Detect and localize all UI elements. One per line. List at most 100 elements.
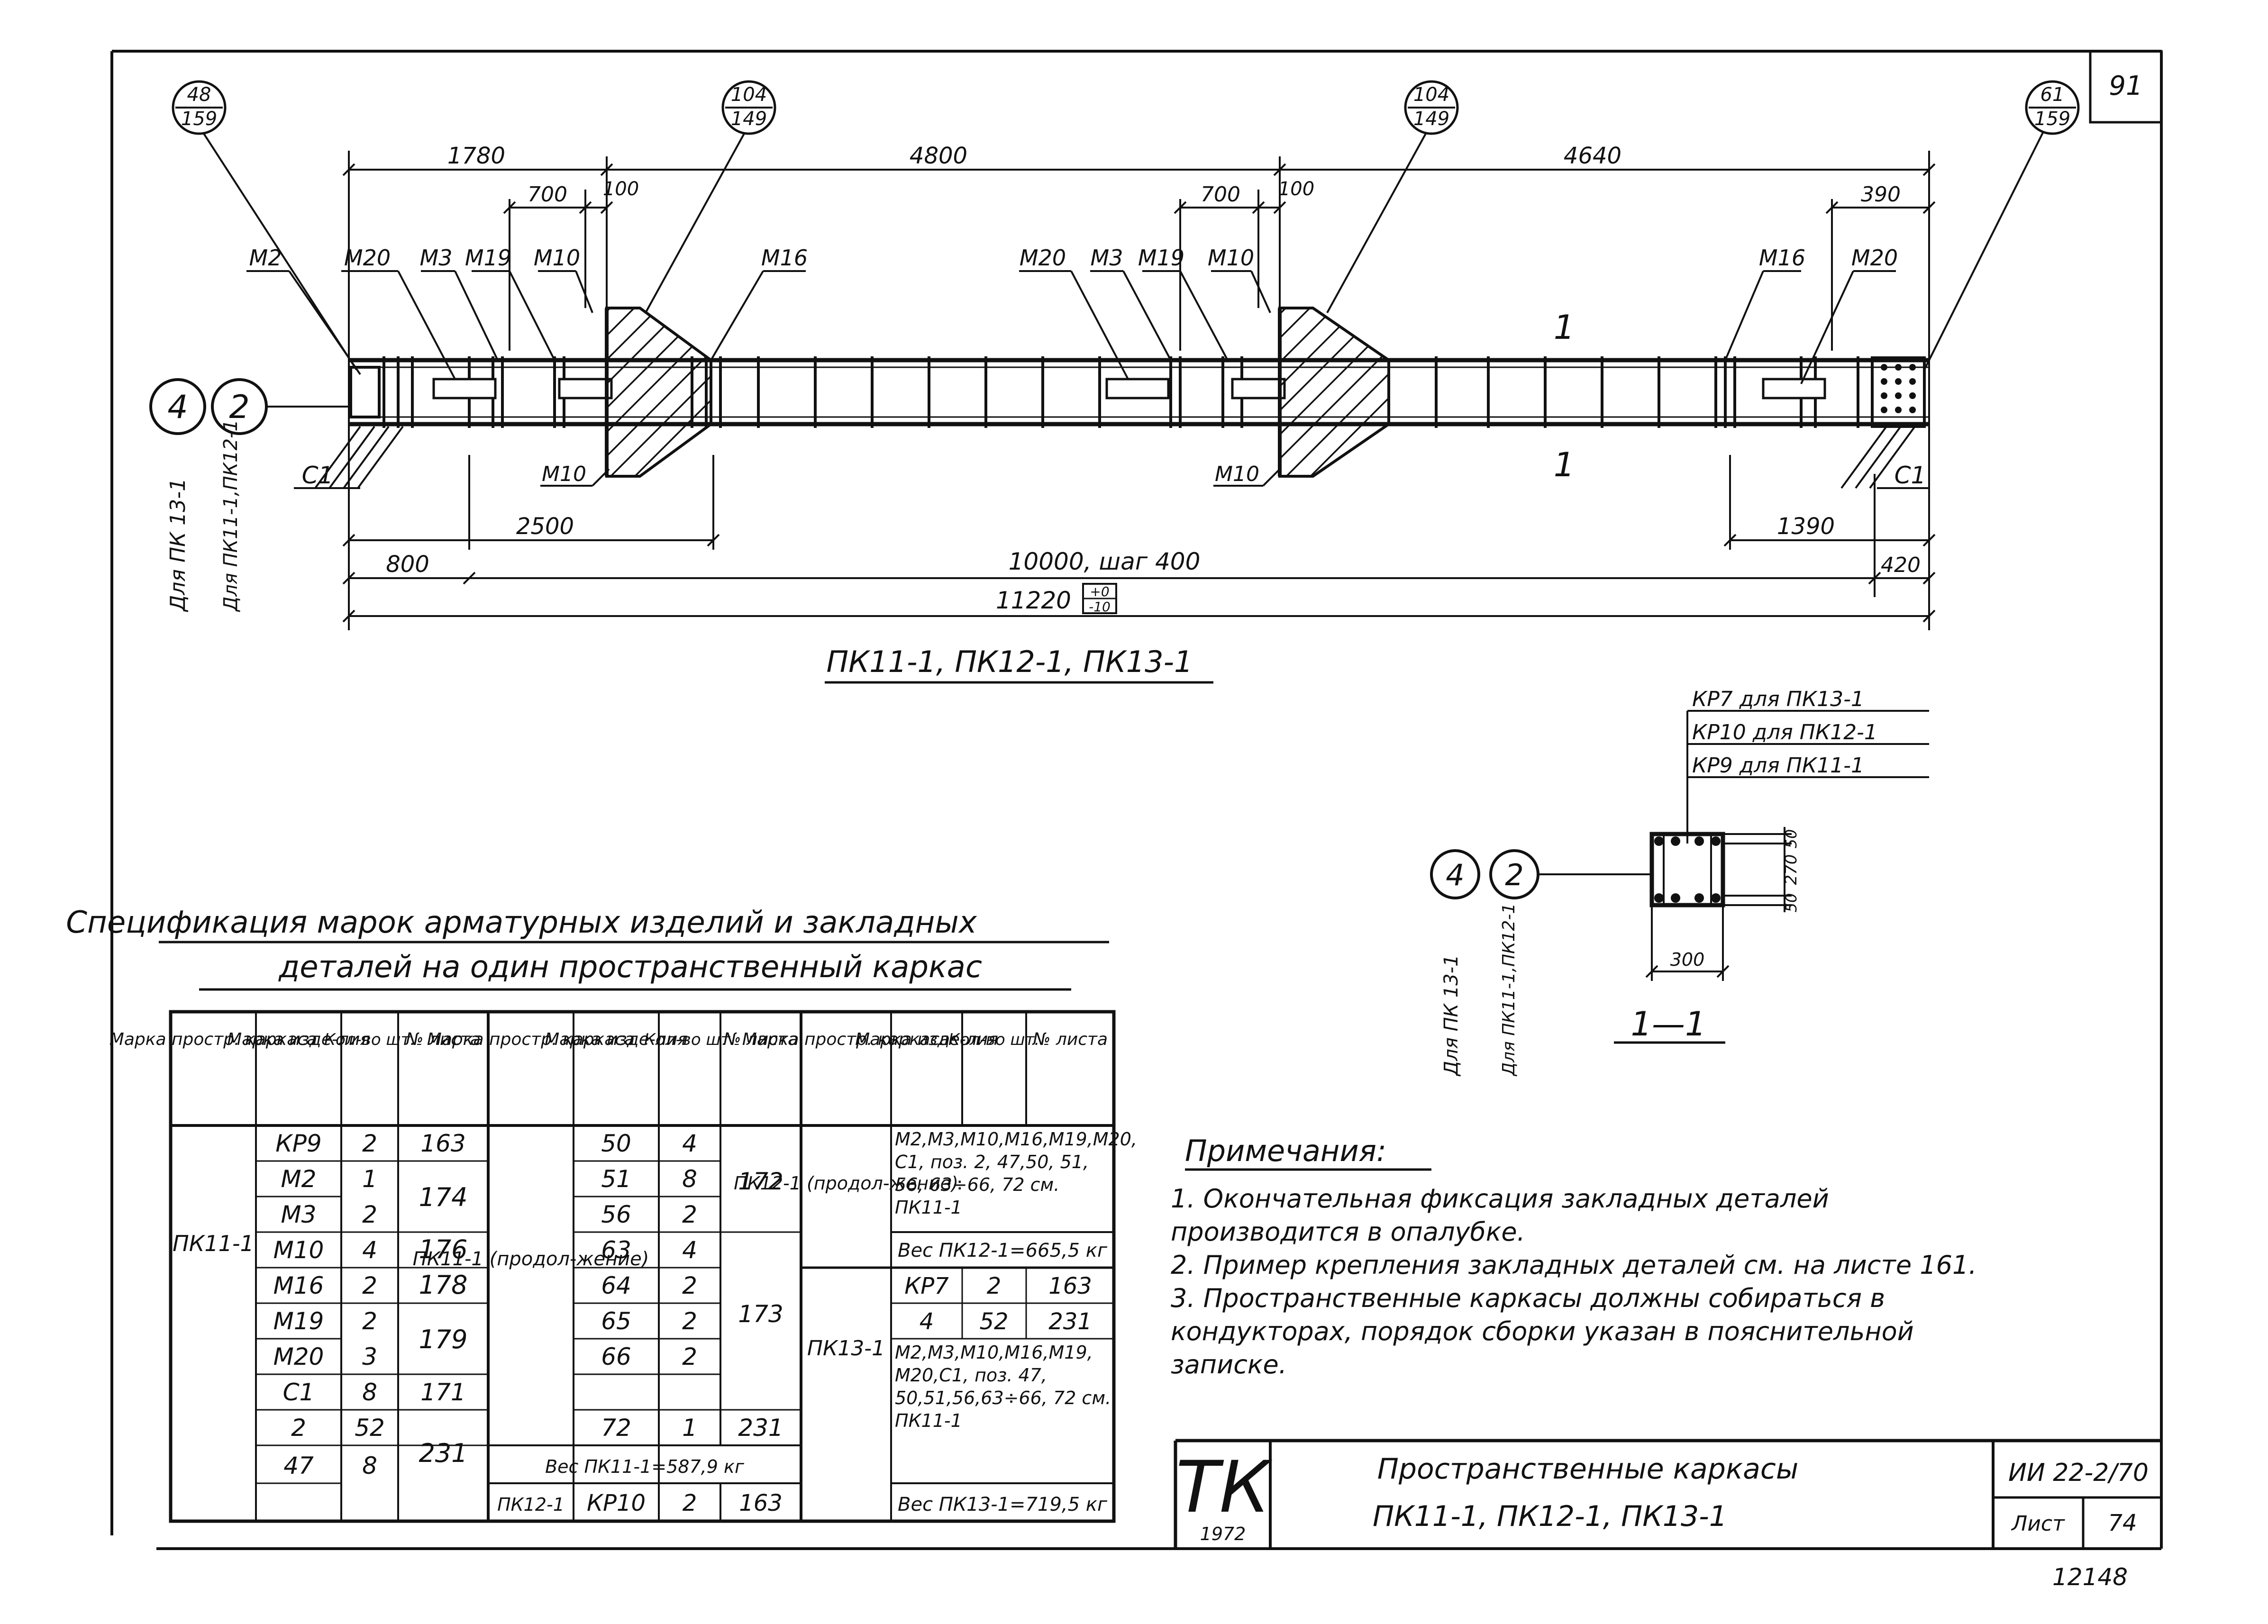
group1-sheet: 231 <box>419 1438 467 1468</box>
group2-sheet: 173 <box>738 1300 783 1328</box>
note-3: 3. Пространственные каркасы должны собир… <box>1171 1283 1914 1379</box>
dim-4640: 4640 <box>1564 143 1621 169</box>
mark-m16-left: М16 <box>761 245 808 271</box>
bubble-mid2-bottom: 149 <box>1413 108 1449 130</box>
header-qty-3: Кол-во шт. <box>948 1030 1039 1049</box>
bubble-mid1-bottom: 149 <box>731 108 767 130</box>
group1-item: М20 <box>273 1343 324 1370</box>
group1-item: КР9 <box>275 1130 321 1157</box>
header-qty-1: Кол-во шт. <box>324 1030 415 1049</box>
group1-item: М16 <box>273 1272 324 1299</box>
notes-list: 1. Окончательная фиксация закладных дета… <box>1171 1184 1977 1379</box>
spec-group-3: ПК12-1 (продол-жение) М2,М3,М10,М16,М19,… <box>734 1129 1137 1515</box>
group3-item-b: КР7 <box>904 1273 949 1299</box>
mark-m20-right: М20 <box>1851 245 1898 271</box>
group1-qty: 4 <box>362 1236 377 1264</box>
header-frame-3: Марка простр. каркаса <box>742 1030 950 1049</box>
header-qty-2: Кол-во шт. <box>644 1030 735 1049</box>
group2-qty: 2 <box>682 1201 697 1228</box>
dim-10000: 10000, шаг 400 <box>1009 548 1201 575</box>
group2-sheet: 231 <box>738 1414 783 1442</box>
group2-qty: 4 <box>682 1236 697 1264</box>
mark-m10-left: М10 <box>534 245 580 271</box>
group3-qty-b: 2 <box>987 1273 1002 1299</box>
group2-qty: 1 <box>682 1414 697 1442</box>
spec-table-grid <box>169 1010 1116 1523</box>
group1-qty: 2 <box>362 1130 377 1157</box>
spec-title-line1: Спецификация марок арматурных изделий и … <box>66 905 977 940</box>
group3-weight-b: Вес ПК13-1=719,5 кг <box>898 1494 1108 1515</box>
group2-extra-qty: 2 <box>683 1490 697 1516</box>
detail-bubble-mid2: 104 149 <box>1326 80 1459 313</box>
circle-mark-second: 2 <box>229 389 249 426</box>
section-dim-width: 300 <box>1670 949 1705 970</box>
bubble-right-bottom: 159 <box>2034 108 2070 130</box>
tolerance-box: +0 -10 <box>1082 583 1117 615</box>
group2-item: 64 <box>601 1272 631 1299</box>
group3-frame-a: ПК12-1 (продол-жение) <box>734 1173 958 1194</box>
group2-qty: 2 <box>682 1307 697 1335</box>
group3-sheet-b: 163 <box>1048 1273 1092 1299</box>
group2-extra-item: КР10 <box>587 1490 646 1516</box>
header-item-3: Марка изде-лия <box>855 1030 998 1049</box>
header-sheet-2: № листа <box>722 1030 798 1049</box>
group2-item: 51 <box>601 1165 631 1193</box>
spec-group-1: ПК11-1 КР9 2 163 М2 1 174 М3 2 М10 4 176… <box>173 1130 467 1479</box>
title-sheet-label: Лист <box>2011 1512 2065 1536</box>
group3-weight-a: Вес ПК12-1=665,5 кг <box>898 1240 1108 1261</box>
group2-item: 66 <box>601 1343 631 1370</box>
group1-item: М19 <box>273 1307 324 1335</box>
bubble-left-top: 48 <box>187 84 211 106</box>
section-1-1 <box>1430 710 1929 1044</box>
spec-table-headers: Марка простр. каркаса Марка изде-лия Кол… <box>109 1030 1108 1049</box>
mark-m2: М2 <box>249 245 282 271</box>
group1-frame: ПК11-1 <box>173 1231 254 1256</box>
section-side-label-second: Для ПК11-1,ПК12-1 <box>1499 903 1519 1077</box>
spec-group-2: ПК11-1 (продол-жение) 50 4 51 8 172 56 2… <box>413 1130 783 1516</box>
circled-marks-elevation: 4 2 <box>149 378 351 435</box>
tolerance-plus: +0 <box>1090 584 1109 599</box>
section-circle-first: 4 <box>1446 858 1464 892</box>
group3-item-b: 4 <box>920 1308 934 1335</box>
group1-qty: 8 <box>362 1452 377 1479</box>
group1-item: М3 <box>281 1201 317 1228</box>
group1-qty: 3 <box>362 1343 377 1370</box>
title-series: ИИ 22-2/70 <box>2008 1459 2149 1487</box>
mark-m20-mid: М20 <box>1020 245 1066 271</box>
header-sheet-3: № листа <box>1032 1030 1108 1049</box>
group1-qty: 1 <box>362 1165 377 1193</box>
group2-qty: 4 <box>682 1130 697 1157</box>
group1-sheet: 176 <box>419 1234 467 1264</box>
group1-sheet: 171 <box>420 1379 465 1406</box>
group2-item: 72 <box>601 1414 631 1442</box>
title-name-line1: Пространственные каркасы <box>1377 1452 1798 1486</box>
group3-text-b-box: М2,М3,М10,М16,М19, М20,С1, поз. 47, 50,5… <box>895 1342 1111 1431</box>
bubble-left-bottom: 159 <box>181 108 217 130</box>
group3-frame-b: ПК13-1 <box>807 1336 885 1361</box>
side-label-second: Для ПК11-1,ПК12-1 <box>220 419 242 612</box>
mark-m3-left: М3 <box>420 245 453 271</box>
header-item-1: Марка изде-лия <box>227 1030 370 1049</box>
tolerance-minus: -10 <box>1089 599 1111 615</box>
dim-4800: 4800 <box>910 143 967 169</box>
group1-sheet: 179 <box>419 1325 467 1354</box>
group1-qty: 52 <box>355 1414 385 1442</box>
circle-mark-first: 4 <box>167 389 188 426</box>
mark-m3-right: М3 <box>1091 245 1123 271</box>
group1-qty: 8 <box>362 1379 377 1406</box>
header-frame-1: Марка простр. каркаса <box>109 1030 317 1049</box>
section-cut-bottom: 1 <box>1554 445 1575 484</box>
section-dim-middle: 270 <box>1782 854 1801 885</box>
header-item-2: Марка изде-лия <box>545 1030 688 1049</box>
section-title: 1—1 <box>1630 1005 1706 1043</box>
section-note-kp7: КР7 для ПК13-1 <box>1692 687 1864 711</box>
dim-100-left: 100 <box>603 178 639 200</box>
group2-sheet: 172 <box>738 1168 783 1195</box>
group3-text-a-box: М2,М3,М10,М16,М19,М20, С1, поз. 2, 47,50… <box>895 1129 1137 1218</box>
group3-text-b: М2,М3,М10,М16,М19, М20,С1, поз. 47, 50,5… <box>895 1342 1111 1431</box>
group1-item: 2 <box>291 1414 306 1442</box>
header-frame-2: Марка простр. каркаса <box>427 1030 635 1049</box>
mark-c1-right: С1 <box>1895 462 1926 489</box>
